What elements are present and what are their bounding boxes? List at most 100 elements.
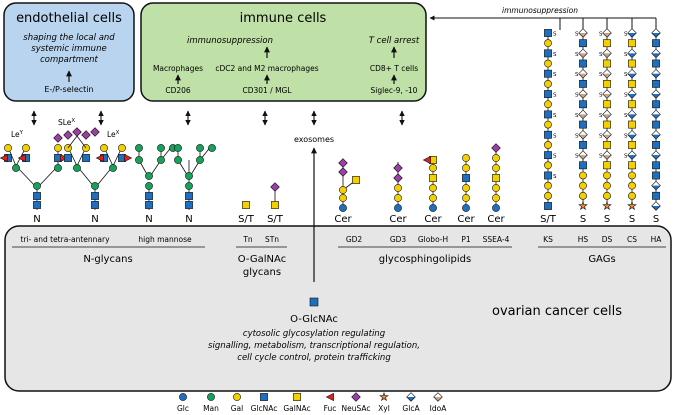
cancer-title: ovarian cancer cells bbox=[492, 304, 622, 319]
xyl-symbol bbox=[627, 200, 637, 211]
gal-symbol bbox=[492, 184, 500, 192]
sulfate-label: S bbox=[624, 52, 628, 58]
orange-star-icon bbox=[379, 391, 389, 402]
galnac-symbol bbox=[603, 79, 611, 88]
blue-square-icon bbox=[260, 393, 268, 401]
glcnac-symbol bbox=[544, 171, 552, 180]
half-blue-diamond-icon bbox=[406, 392, 416, 402]
gal-symbol bbox=[628, 181, 636, 190]
fuc-symbol bbox=[0, 153, 8, 163]
legend-label: IdoA bbox=[430, 404, 448, 413]
sulfate-label: S bbox=[599, 52, 603, 58]
gsl-root-3: Cer bbox=[424, 214, 442, 225]
gal-symbol bbox=[544, 100, 552, 109]
legend-label: GlcNAc bbox=[251, 404, 278, 413]
gal-symbol bbox=[462, 154, 470, 162]
yellow-circle-icon bbox=[233, 393, 241, 401]
gsl-title: glycosphingolipids bbox=[379, 254, 471, 265]
glcnac-symbol bbox=[579, 161, 587, 170]
galnac-symbol bbox=[603, 141, 611, 149]
fuc-symbol bbox=[422, 155, 431, 165]
cancer-cell-panel bbox=[4, 225, 672, 392]
gsl-sub-1: GD2 bbox=[346, 235, 363, 244]
gsl-sub-3: Globo-H bbox=[418, 235, 448, 244]
neu5ac-symbol bbox=[338, 158, 348, 168]
galnac-symbol bbox=[429, 174, 437, 182]
glca-symbol bbox=[651, 150, 661, 160]
gag-sub-5: HA bbox=[651, 235, 663, 244]
immune-col1-head: immunosuppression bbox=[187, 36, 273, 46]
immune-cd8: CD8+ T cells bbox=[370, 64, 418, 73]
ogalnac-title-2: glycans bbox=[243, 267, 281, 278]
sulfate-label: S bbox=[575, 52, 579, 58]
gal-symbol bbox=[603, 191, 611, 200]
sulfate-label: S bbox=[599, 32, 603, 38]
glcnac-symbol bbox=[579, 59, 587, 68]
sulfate-label: S bbox=[624, 93, 628, 99]
gal-symbol bbox=[492, 164, 500, 172]
red-triangle-icon bbox=[325, 392, 334, 402]
endothelial-panel bbox=[3, 2, 135, 102]
idoa-symbol bbox=[602, 89, 612, 99]
glycosidic-bond bbox=[76, 135, 87, 149]
idoa-symbol bbox=[578, 28, 588, 38]
gal-symbol bbox=[544, 181, 552, 190]
o-glcnac-title: O-GlcNAc bbox=[290, 314, 338, 325]
legend-item: Gal bbox=[231, 393, 243, 413]
glcnac-symbol bbox=[652, 171, 660, 180]
glcnac-symbol bbox=[652, 59, 660, 68]
gal-symbol bbox=[394, 194, 402, 202]
legend-item: GlcA bbox=[402, 392, 420, 413]
glca-symbol bbox=[651, 48, 661, 59]
man-symbol bbox=[135, 144, 143, 152]
ogalnac-title-1: O-GalNAc bbox=[238, 254, 286, 265]
legend-label: Xyl bbox=[378, 404, 390, 413]
yellow-square-icon bbox=[293, 393, 301, 401]
sulfate-label: S bbox=[575, 93, 579, 99]
gal-symbol bbox=[492, 194, 500, 202]
legend-item: Xyl bbox=[378, 391, 390, 413]
idoa-symbol bbox=[578, 150, 588, 160]
purple-diamond-icon bbox=[351, 392, 361, 402]
gag-sub-3: DS bbox=[602, 235, 613, 244]
o-glcnac-desc-1: cytosolic glycosylation regulating bbox=[243, 329, 386, 339]
immune-siglec: Siglec-9, -10 bbox=[371, 86, 418, 95]
legend-item: GlcNAc bbox=[251, 393, 278, 413]
immune-macrophages: Macrophages bbox=[153, 64, 203, 73]
man-symbol bbox=[12, 164, 20, 172]
legend-item: Man bbox=[203, 393, 219, 413]
sulfate-label: S bbox=[553, 93, 557, 99]
neu5ac-symbol bbox=[72, 127, 82, 137]
gal-symbol bbox=[100, 144, 108, 152]
glcnac-symbol bbox=[185, 192, 193, 200]
gag-sub-1: KS bbox=[543, 235, 553, 244]
glcnac-symbol bbox=[91, 192, 99, 200]
glycosidic-bond bbox=[67, 135, 78, 149]
gal-symbol bbox=[579, 181, 587, 190]
gal-symbol bbox=[544, 191, 552, 200]
gsl-root-1: Cer bbox=[334, 214, 352, 225]
gsl-root-4: Cer bbox=[457, 214, 475, 225]
idoa-symbol bbox=[602, 68, 612, 79]
gal-symbol bbox=[394, 184, 402, 192]
neu5ac-symbol bbox=[393, 163, 403, 173]
immune-cdc2: cDC2 and M2 macrophages bbox=[215, 64, 318, 73]
sulfate-label: S bbox=[599, 133, 603, 139]
sulfate-label: S bbox=[553, 133, 557, 139]
ngly-sub-1: tri- and tetra-antennary bbox=[20, 235, 110, 244]
immune-panel bbox=[140, 2, 427, 102]
gal-symbol bbox=[579, 191, 587, 200]
galnac-symbol bbox=[628, 120, 636, 129]
gsl-root-2: Cer bbox=[389, 214, 407, 225]
ngly-root-1: N bbox=[33, 214, 40, 225]
glcnac-symbol bbox=[652, 79, 660, 88]
gal-symbol bbox=[22, 144, 30, 152]
sulfate-label: S bbox=[624, 133, 628, 139]
galnac-symbol bbox=[603, 161, 611, 170]
gal-symbol bbox=[544, 120, 552, 129]
galnac-symbol bbox=[628, 79, 636, 88]
glcnac-symbol bbox=[652, 100, 660, 109]
legend-item: Glc bbox=[177, 393, 189, 413]
sulfate-label: S bbox=[553, 72, 557, 78]
